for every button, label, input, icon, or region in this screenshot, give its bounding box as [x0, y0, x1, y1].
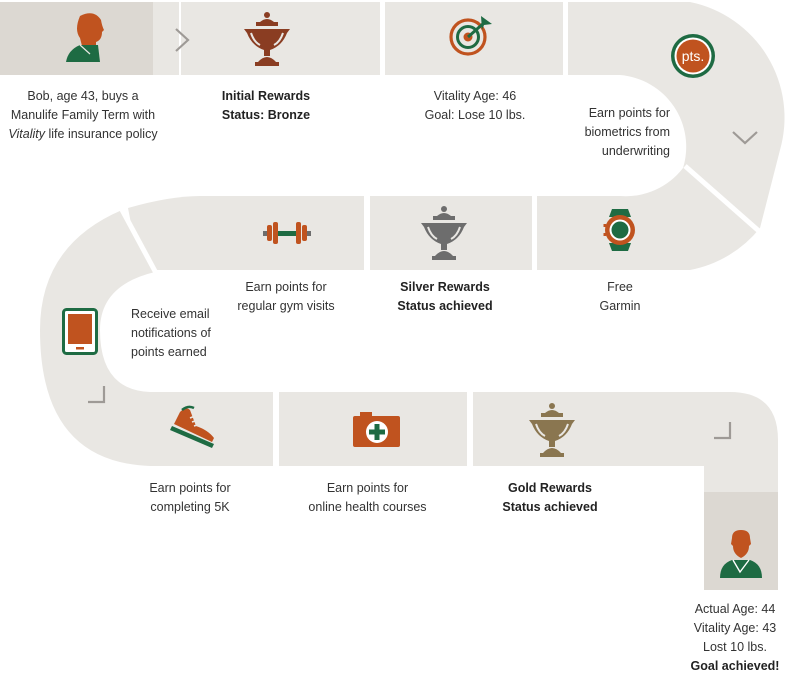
caption-silver-line-2: Status achieved [397, 299, 493, 313]
track-cell-target [385, 2, 563, 75]
caption-email-line-2: notifications of [131, 326, 211, 340]
caption-gold-line-2: Status achieved [502, 500, 598, 514]
sneaker-icon [170, 405, 214, 448]
chevron-down-icon [732, 131, 758, 145]
caption-points-line-3: underwriting [601, 144, 670, 158]
corner-arrow-icon [714, 422, 732, 440]
caption-points: Earn points for biometrics from underwri… [560, 104, 670, 161]
caption-points-line-1: Earn points for [588, 106, 670, 120]
caption-email-line-1: Receive email [131, 307, 210, 321]
caption-target-line-2: Goal: Lose 10 lbs. [424, 108, 526, 122]
caption-gym: Earn points for regular gym visits [226, 278, 346, 316]
caption-finish-line-1: Actual Age: 44 [694, 602, 776, 616]
caption-finish-line-3: Lost 10 lbs. [703, 640, 767, 654]
points-badge-text: pts. [682, 48, 705, 64]
corner-arrow-icon [88, 386, 106, 404]
caption-gold: Gold Rewards Status achieved [485, 479, 615, 517]
caption-start-line-2: Manulife Family Term with [10, 108, 156, 122]
caption-courses: Earn points for online health courses [290, 479, 445, 517]
caption-run-line-1: Earn points for [149, 481, 231, 495]
caption-points-line-2: biometrics from [584, 125, 670, 139]
caption-courses-line-1: Earn points for [326, 481, 409, 495]
target-icon [449, 16, 492, 56]
caption-courses-line-2: online health courses [308, 500, 427, 514]
person-lanyard-icon [720, 530, 762, 578]
chevron-right-icon [175, 28, 190, 52]
caption-email: Receive email notifications of points ea… [131, 305, 231, 362]
caption-finish: Actual Age: 44 Vitality Age: 43 Lost 10 … [676, 600, 789, 676]
track-start-cell [0, 2, 153, 75]
first-aid-kit-icon [353, 412, 400, 447]
caption-silver: Silver Rewards Status achieved [380, 278, 510, 316]
trophy-gold-icon [529, 403, 575, 457]
caption-garmin-line-1: Free [607, 280, 633, 294]
trophy-bronze-icon [244, 12, 290, 66]
track-cell-arrow [153, 2, 179, 75]
caption-gym-line-1: Earn points for [245, 280, 327, 294]
caption-target-line-1: Vitality Age: 46 [433, 89, 517, 103]
caption-garmin-line-2: Garmin [599, 299, 641, 313]
caption-bronze-line-2: Status: Bronze [221, 108, 311, 122]
caption-bronze-line-1: Initial Rewards [221, 89, 311, 103]
caption-run: Earn points for completing 5K [130, 479, 250, 517]
caption-run-line-2: completing 5K [150, 500, 230, 514]
caption-garmin: Free Garmin [570, 278, 670, 316]
tablet-icon [62, 308, 98, 355]
track-cell-gym [128, 196, 364, 270]
caption-email-line-3: points earned [131, 345, 207, 359]
caption-start: Bob, age 43, buys a Manulife Family Term… [0, 87, 166, 144]
caption-gold-line-1: Gold Rewards [507, 481, 593, 495]
dumbbell-icon [263, 222, 311, 244]
caption-silver-line-1: Silver Rewards [400, 280, 490, 294]
caption-start-line-3: life insurance policy [45, 127, 158, 141]
points-badge-icon: pts. [671, 34, 715, 78]
caption-finish-line-2: Vitality Age: 43 [693, 621, 777, 635]
caption-gym-line-2: regular gym visits [237, 299, 335, 313]
track-cell-gold [473, 392, 778, 492]
brand-vitality-text: Vitality [8, 127, 46, 141]
caption-finish-line-4: Goal achieved! [690, 659, 780, 673]
smartwatch-icon [603, 209, 635, 251]
caption-target: Vitality Age: 46 Goal: Lose 10 lbs. [400, 87, 550, 125]
caption-start-line-1: Bob, age 43, buys a [27, 89, 139, 103]
person-icon [66, 13, 104, 62]
caption-bronze: Initial Rewards Status: Bronze [196, 87, 336, 125]
track-turn-right [537, 2, 785, 270]
trophy-silver-icon [421, 206, 467, 260]
